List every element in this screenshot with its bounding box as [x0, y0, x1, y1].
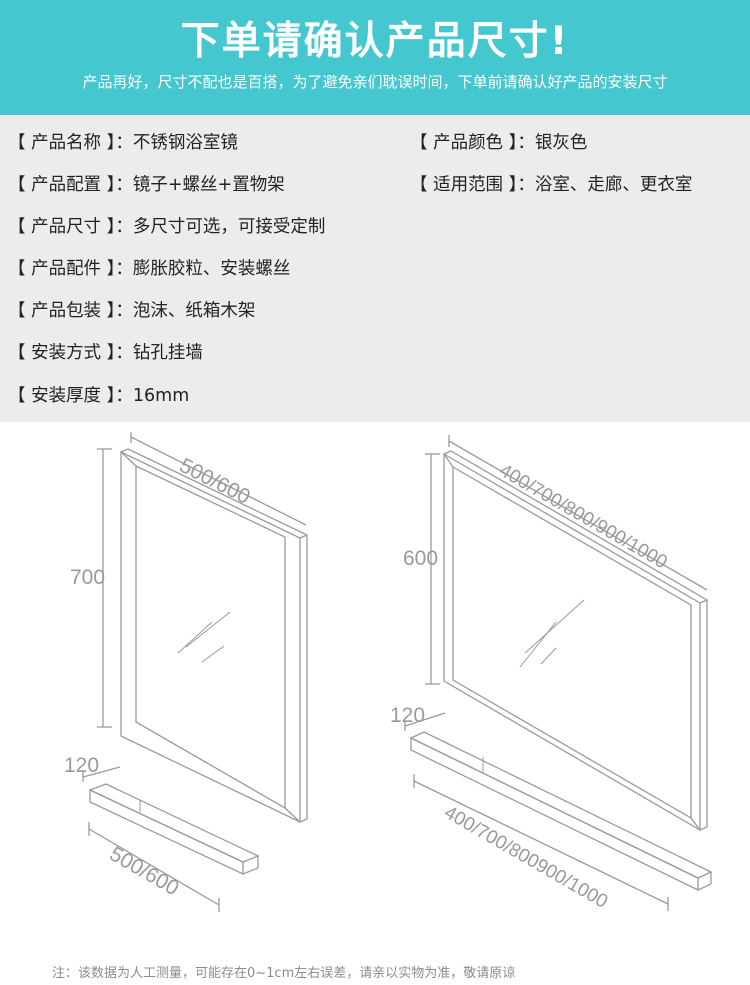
left-shelf — [88, 783, 260, 876]
right-shelf-width-dimension — [413, 774, 669, 911]
right-shelf-depth-dimension — [404, 712, 446, 731]
dimension-drawing: 700 500/600 120 500/600 600 400/700/800/… — [0, 422, 750, 952]
spec-usage-scope: 【 适用范围 】：浴室、走廊、更衣室 — [410, 174, 692, 196]
right-height-dimension — [425, 453, 440, 685]
left-width-label: 500/600 — [176, 454, 254, 509]
spec-product-accessories: 【 产品配件 】：膨胀胶粒、安装螺丝 — [8, 258, 290, 280]
spec-install-method: 【 安装方式 】：钻孔挂墙 — [8, 342, 203, 364]
spec-label: 【 产品配件 】： — [8, 259, 133, 279]
right-width-dimension — [448, 435, 708, 591]
spec-label: 【 产品包装 】： — [8, 301, 133, 321]
spec-value: 不锈钢浴室镜 — [132, 133, 238, 153]
left-shelf-width-dimension — [88, 822, 220, 912]
left-mirror-glass-reflection-icon — [177, 611, 231, 663]
spec-value: 镜子+螺丝+置物架 — [132, 175, 285, 195]
spec-label: 【 安装厚度 】： — [8, 386, 133, 406]
spec-label: 【 产品尺寸 】： — [8, 217, 133, 237]
right-mirror-glass-reflection-icon — [519, 599, 585, 668]
measurement-note: 注：该数据为人工测量，可能存在0~1cm左右误差，请亲以实物为准，敬请原谅 — [52, 966, 516, 981]
header-banner: 下单请确认产品尺寸! 产品再好，尺寸不配也是百搭，为了避免亲们耽误时间，下单前请… — [0, 0, 750, 115]
spec-value: 泡沫、纸箱木架 — [132, 301, 256, 321]
right-width-label: 400/700/800/900/1000 — [496, 460, 671, 573]
banner-title: 下单请确认产品尺寸! — [180, 19, 570, 64]
spec-value: 16mm — [132, 386, 190, 406]
spec-label: 【 产品名称 】： — [8, 133, 133, 153]
left-shelf-depth-dimension — [82, 766, 121, 782]
dimension-drawing-svg: 700 500/600 120 500/600 600 400/700/800/… — [64, 432, 713, 913]
spec-product-color: 【 产品颜色 】：银灰色 — [410, 132, 587, 154]
right-height-label: 600 — [403, 547, 438, 570]
left-mirror-frame — [120, 448, 308, 824]
left-width-dimension — [130, 432, 307, 526]
right-mirror-frame — [443, 450, 708, 832]
spec-label: 【 产品配置 】： — [8, 175, 133, 195]
spec-value: 银灰色 — [534, 133, 588, 153]
spec-value: 膨胀胶粒、安装螺丝 — [132, 259, 291, 279]
spec-label: 【 安装方式 】： — [8, 343, 133, 363]
spec-install-thickness: 【 安装厚度 】：16mm — [8, 385, 189, 407]
left-shelf-depth-label: 120 — [64, 754, 99, 777]
spec-product-name: 【 产品名称 】：不锈钢浴室镜 — [8, 132, 238, 154]
spec-product-size: 【 产品尺寸 】：多尺寸可选，可接受定制 — [8, 216, 325, 238]
right-shelf-depth-label: 120 — [390, 704, 425, 727]
spec-product-packaging: 【 产品包装 】：泡沫、纸箱木架 — [8, 300, 255, 322]
spec-product-config: 【 产品配置 】：镜子+螺丝+置物架 — [8, 174, 285, 196]
banner-subtitle: 产品再好，尺寸不配也是百搭，为了避免亲们耽误时间，下单前请确认好产品的安装尺寸 — [82, 73, 668, 91]
spec-label: 【 适用范围 】： — [410, 175, 535, 195]
left-shelf-width-label: 500/600 — [106, 842, 183, 900]
spec-panel: 【 产品名称 】：不锈钢浴室镜 【 产品配置 】：镜子+螺丝+置物架 【 产品尺… — [0, 115, 750, 422]
left-height-label: 700 — [70, 566, 105, 589]
right-shelf — [409, 731, 713, 892]
right-shelf-width-label: 400/700/800900/1000 — [441, 802, 612, 913]
left-height-dimension — [97, 448, 112, 728]
spec-value: 浴室、走廊、更衣室 — [534, 175, 693, 195]
spec-value: 多尺寸可选，可接受定制 — [132, 217, 326, 237]
spec-value: 钻孔挂墙 — [132, 343, 203, 363]
spec-label: 【 产品颜色 】： — [410, 133, 535, 153]
